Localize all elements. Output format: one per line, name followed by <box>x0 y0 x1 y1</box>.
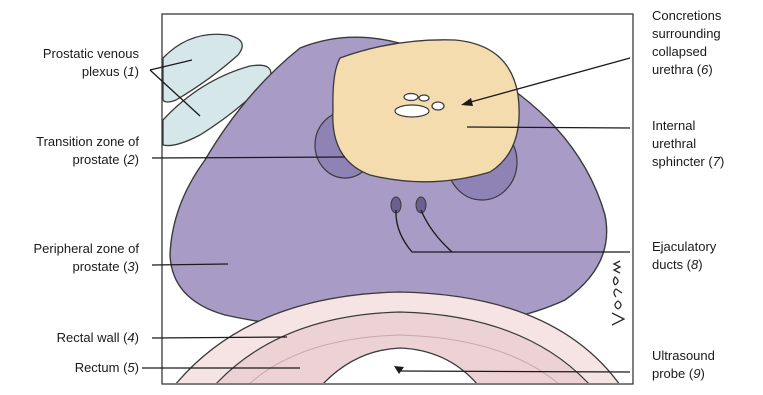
label-transition-zone: Transition zone of prostate (2) <box>36 133 139 169</box>
label-rectum: Rectum (5) <box>75 359 139 377</box>
label-rectal-wall: Rectal wall (4) <box>57 329 139 347</box>
label-sphincter: Internal urethral sphincter (7) <box>652 117 724 171</box>
label-ejaculatory-ducts: Ejaculatory ducts (8) <box>652 238 716 274</box>
label-venous-plexus: Prostatic venous plexus (1) <box>43 45 139 81</box>
label-ultrasound-probe: Ultrasound probe (9) <box>652 347 715 383</box>
label-peripheral-zone: Peripheral zone of prostate (3) <box>33 240 139 276</box>
label-concretions: Concretions surrounding collapsed urethr… <box>652 7 721 79</box>
artist-signature <box>612 261 624 325</box>
